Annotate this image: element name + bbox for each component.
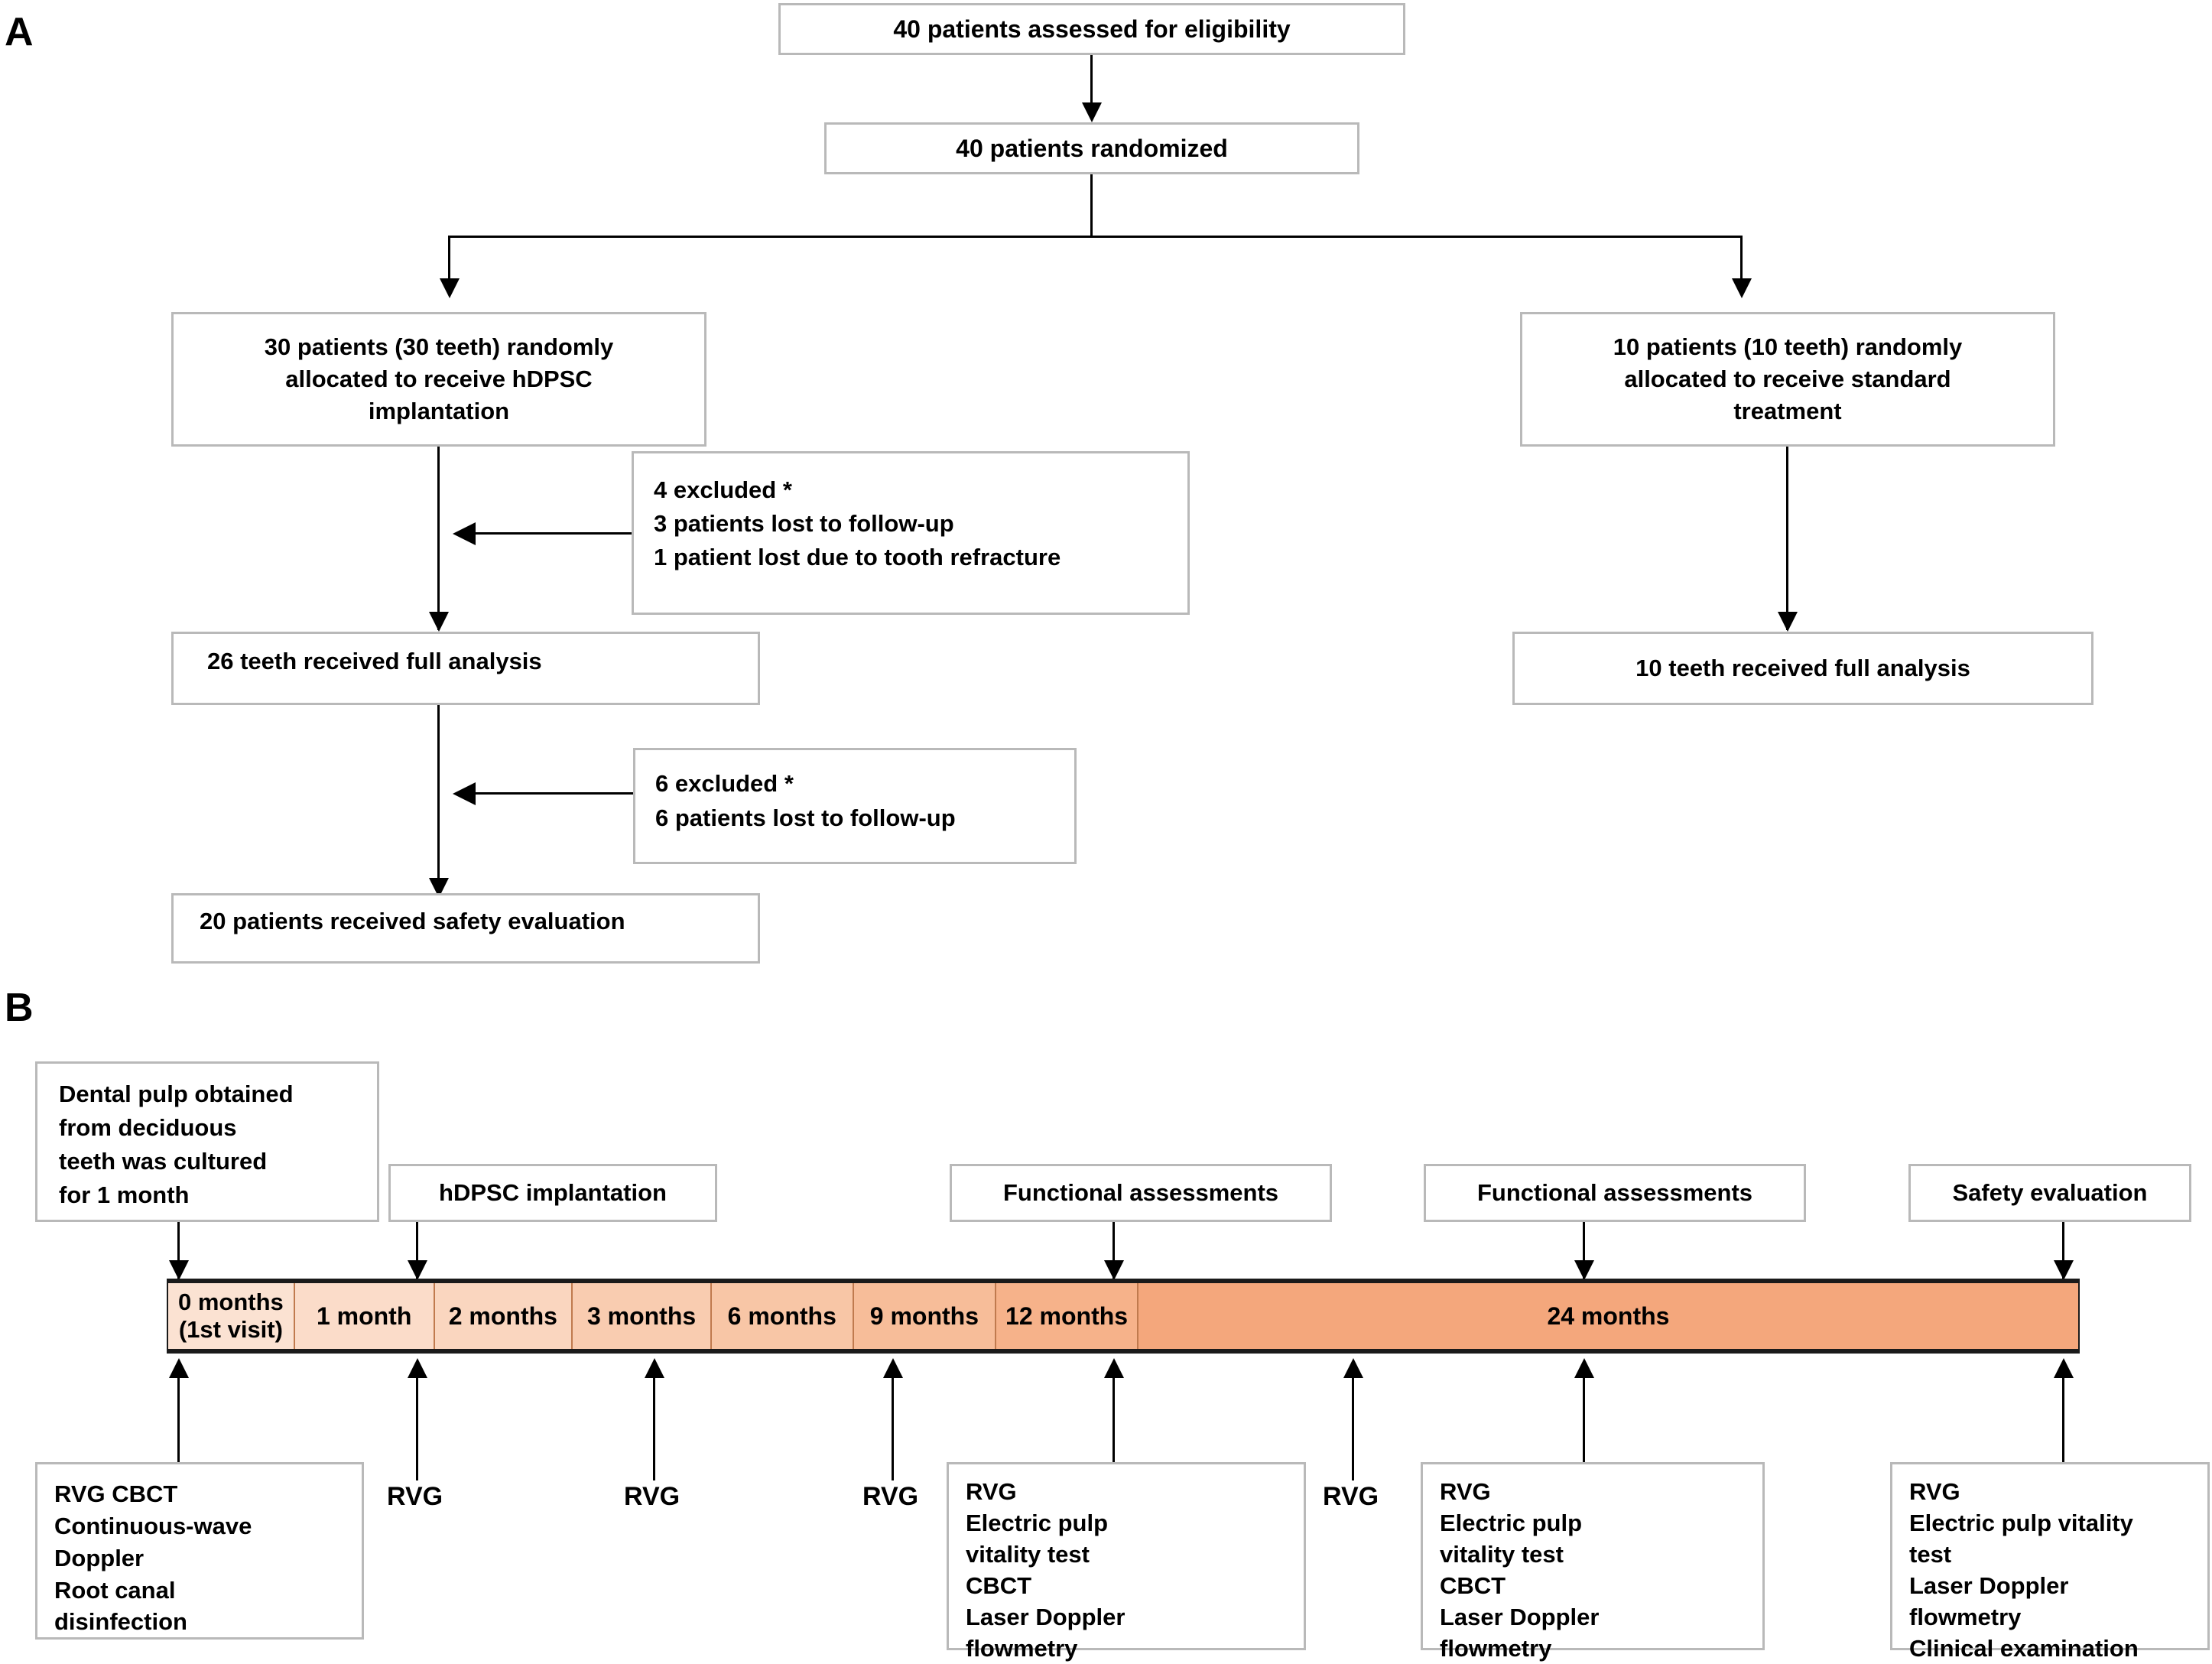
connector-analysis-to-safety [437, 705, 440, 893]
timeline-top-box-0: Dental pulp obtained from deciduous teet… [35, 1061, 379, 1222]
node-randomized: 40 patients randomized [824, 122, 1359, 174]
panel-b-letter: B [5, 986, 34, 1030]
arrow-top-1 [408, 1260, 427, 1280]
node-randomized-text: 40 patients randomized [956, 134, 1228, 162]
timeline-bottom-label-2: RVG [624, 1482, 680, 1511]
node-assessed-for-eligibility: 40 patients assessed for eligibility [778, 3, 1405, 55]
timeline-bottom-box-6-text: RVG Electric pulp vitality test CBCT Las… [1440, 1478, 1600, 1662]
arrow-alloc-to-analysis-test [429, 612, 449, 632]
timeline-bottom-label-1: RVG [387, 1482, 443, 1511]
connector-bottom-0 [177, 1373, 180, 1464]
timeline-top-box-3: Functional assessments [1424, 1164, 1806, 1222]
timeline-bottom-box-0: RVG CBCT Continuous-wave Doppler Root ca… [35, 1462, 364, 1640]
node-excluded-first: 4 excluded * 3 patients lost to follow-u… [632, 451, 1190, 615]
timeline-top-box-4: Safety evaluation [1908, 1164, 2191, 1222]
timeline-bottom-box-0-text: RVG CBCT Continuous-wave Doppler Root ca… [54, 1480, 252, 1636]
node-assessed-text: 40 patients assessed for eligibility [893, 15, 1291, 43]
arrow-top-2 [1104, 1260, 1124, 1280]
connector-bottom-7 [2062, 1373, 2064, 1464]
node-analysis-ctrl-text: 10 teeth received full analysis [1635, 655, 1970, 681]
node-allocated-standard-text: 10 patients (10 teeth) randomly allocate… [1613, 333, 1963, 424]
panel-a-letter: A [5, 10, 34, 54]
connector-split-horizontal [448, 236, 1742, 238]
node-excluded-second-text: 6 excluded * 6 patients lost to follow-u… [655, 770, 956, 831]
connector-assessed-to-randomized [1090, 55, 1093, 107]
connector-alloc-to-analysis-test [437, 447, 440, 630]
node-analysis-test-text: 26 teeth received full analysis [207, 648, 542, 674]
timeline-segment-3: 3 months [573, 1283, 712, 1349]
timeline-bottom-box-7: RVG Electric pulp vitality test Laser Do… [1890, 1462, 2210, 1662]
connector-excluded-second-arrow-line [459, 792, 633, 795]
arrow-top-0 [169, 1260, 189, 1280]
timeline-bottom-box-4: RVG Electric pulp vitality test CBCT Las… [947, 1462, 1306, 1662]
connector-bottom-2 [653, 1373, 655, 1480]
timeline-segment-6: 12 months [996, 1283, 1138, 1349]
timeline-bottom-label-5: RVG [1323, 1482, 1379, 1511]
connector-top-2 [1112, 1222, 1115, 1282]
timeline-segment-5: 9 months [853, 1283, 997, 1349]
arrow-to-control-group [1732, 278, 1752, 298]
timeline-top-box-1-text: hDPSC implantation [439, 1179, 667, 1206]
connector-top-1 [416, 1222, 418, 1282]
timeline-top-box-3-text: Functional assessments [1476, 1179, 1753, 1206]
arrow-assessed-to-randomized [1082, 102, 1102, 122]
connector-bottom-4 [1112, 1373, 1115, 1464]
connector-excluded-first-arrow-line [459, 532, 632, 535]
arrow-excluded-first [453, 522, 476, 545]
node-analysis-test: 26 teeth received full analysis [171, 632, 760, 705]
node-allocated-hdpsc-text: 30 patients (30 teeth) randomly allocate… [264, 333, 614, 424]
timeline-bottom-box-6: RVG Electric pulp vitality test CBCT Las… [1421, 1462, 1765, 1662]
connector-bottom-1 [416, 1373, 418, 1480]
connector-bottom-5 [1352, 1373, 1354, 1480]
node-safety-evaluation: 20 patients received safety evaluation [171, 893, 760, 964]
connector-split-left-drop [448, 236, 450, 283]
arrow-excluded-second [453, 782, 476, 805]
node-allocated-standard: 10 patients (10 teeth) randomly allocate… [1520, 312, 2055, 447]
node-analysis-ctrl: 10 teeth received full analysis [1512, 632, 2093, 705]
connector-split-right-drop [1740, 236, 1743, 283]
connector-top-4 [2062, 1222, 2064, 1282]
node-excluded-first-text: 4 excluded * 3 patients lost to follow-u… [654, 476, 1061, 571]
connector-randomized-stem [1090, 174, 1093, 237]
timeline-top-box-1: hDPSC implantation [388, 1164, 717, 1222]
arrow-to-test-group [440, 278, 460, 298]
connector-top-3 [1583, 1222, 1585, 1282]
timeline-segment-2: 2 months [434, 1283, 573, 1349]
timeline-segment-1: 1 month [294, 1283, 435, 1349]
timeline-top-box-0-text: Dental pulp obtained from deciduous teet… [59, 1081, 294, 1209]
timeline-top-box-2-text: Functional assessments [1002, 1179, 1279, 1206]
timeline-bottom-box-4-text: RVG Electric pulp vitality test CBCT Las… [966, 1478, 1125, 1662]
node-allocated-hdpsc: 30 patients (30 teeth) randomly allocate… [171, 312, 706, 447]
timeline-segment-4: 6 months [711, 1283, 854, 1349]
timeline-bottom-label-3: RVG [862, 1482, 919, 1511]
arrow-alloc-to-analysis-ctrl [1778, 612, 1798, 632]
connector-bottom-3 [892, 1373, 894, 1480]
timeline-top-box-2: Functional assessments [950, 1164, 1332, 1222]
node-excluded-second: 6 excluded * 6 patients lost to follow-u… [633, 748, 1077, 864]
connector-bottom-6 [1583, 1373, 1585, 1464]
timeline-bottom-box-7-text: RVG Electric pulp vitality test Laser Do… [1909, 1478, 2139, 1662]
arrow-top-3 [1574, 1260, 1594, 1280]
node-safety-evaluation-text: 20 patients received safety evaluation [200, 908, 625, 934]
arrow-top-4 [2054, 1260, 2074, 1280]
timeline-top-box-4-text: Safety evaluation [1952, 1179, 2148, 1206]
timeline-segment-0: 0 months (1st visit) [168, 1283, 295, 1349]
connector-top-0 [177, 1222, 180, 1282]
connector-alloc-to-analysis-ctrl [1786, 447, 1788, 630]
timeline-segment-7: 24 months [1138, 1283, 2078, 1349]
